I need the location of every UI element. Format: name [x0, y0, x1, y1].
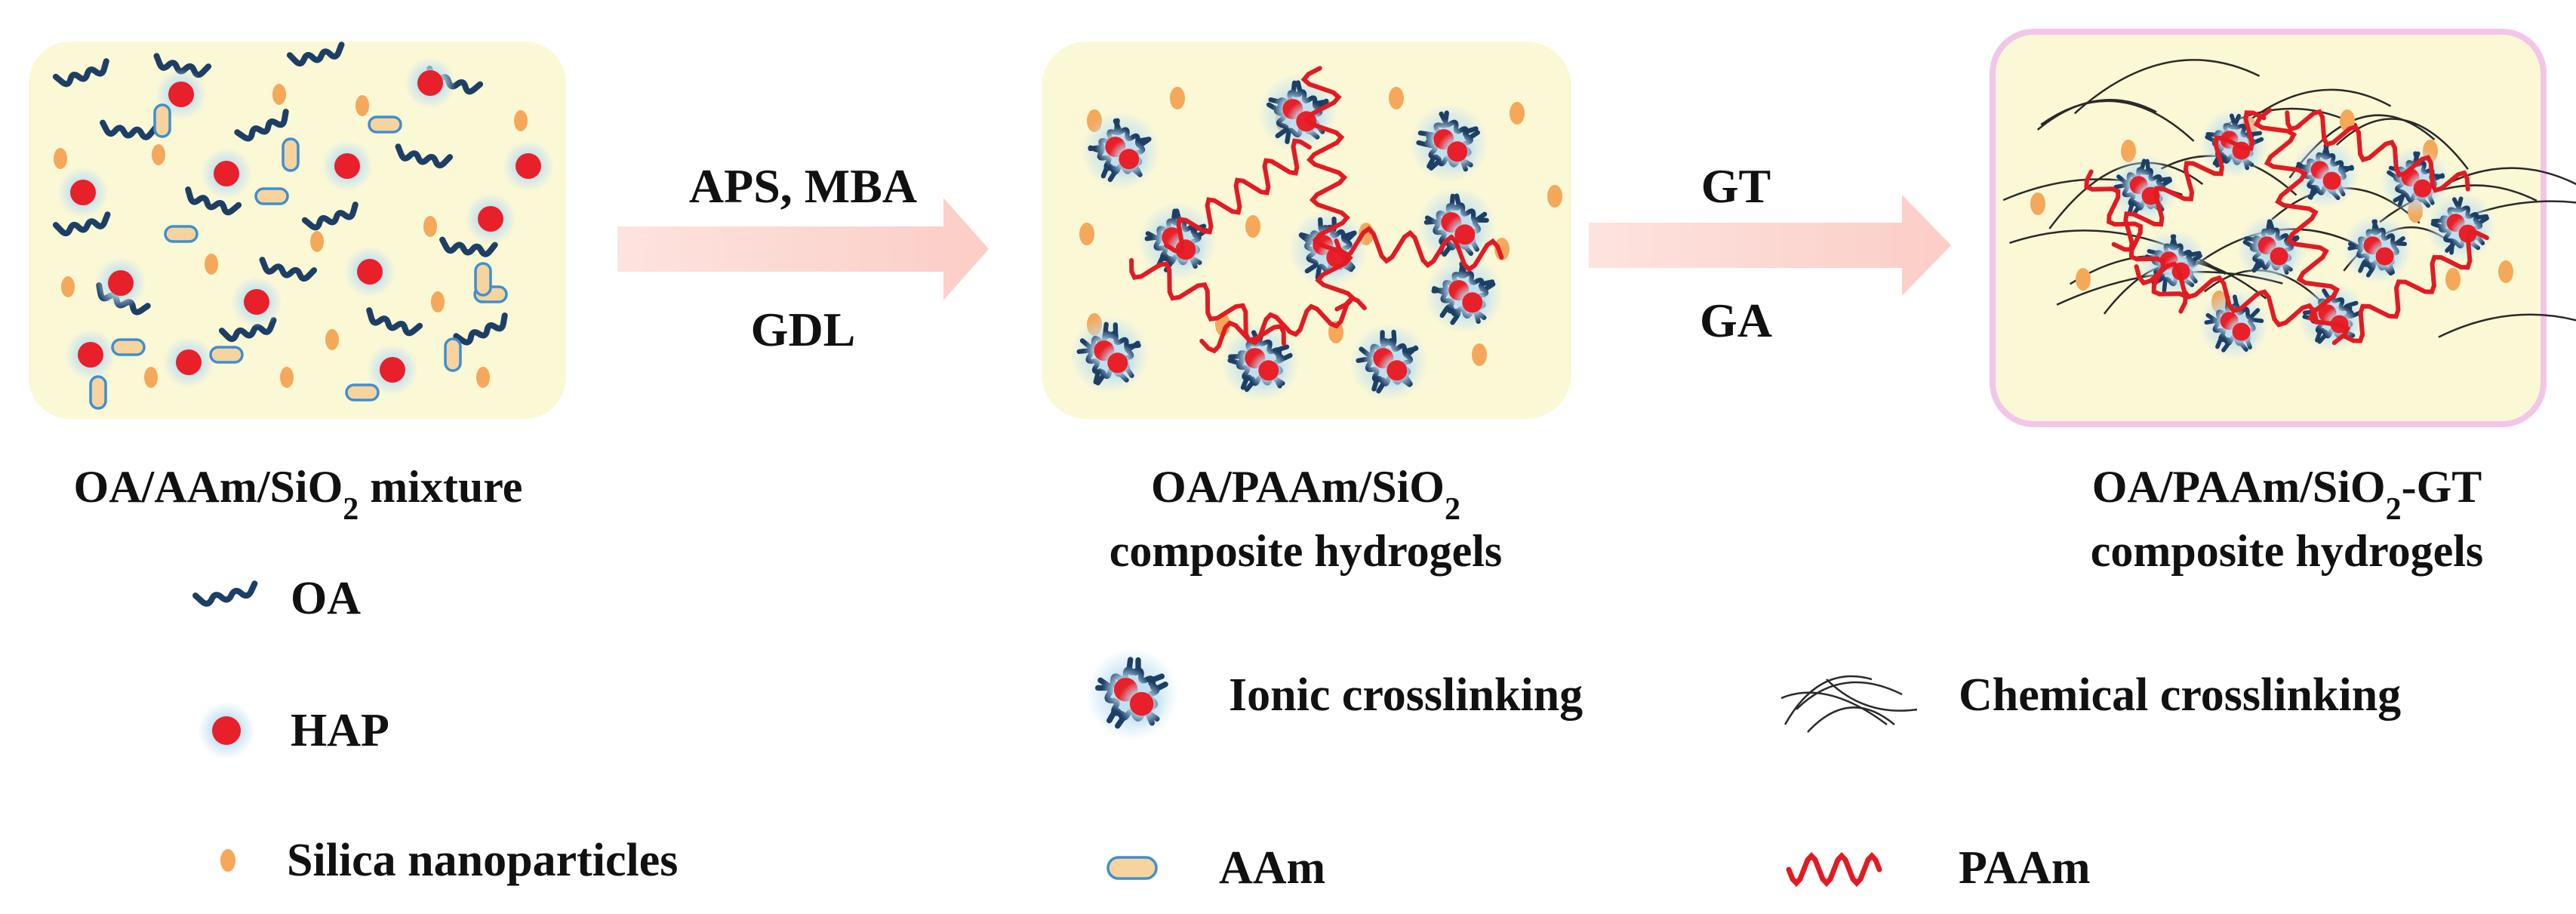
legend-item-chemical: Chemical crosslinking	[1780, 669, 2401, 733]
aam-monomer-icon	[1106, 856, 1158, 880]
arrow-step2-bottom-label: GA	[1700, 294, 1772, 347]
legend-label-paam: PAAm	[1959, 842, 2090, 894]
legend-item-paam: PAAm	[1786, 842, 2090, 894]
hap-particle-icon	[198, 702, 255, 759]
gt-hydrogel-caption-line2: composite hydrogels	[2091, 526, 2484, 576]
oa-chain-icon	[192, 580, 258, 607]
legend-label-ionic: Ionic crosslinking	[1229, 669, 1583, 721]
arrow-step1-bottom-label: GDL	[751, 303, 856, 356]
legend-item-hap: HAP	[198, 702, 389, 759]
legend-item-silica: Silica nanoparticles	[220, 835, 678, 886]
arrow-step2-top-label: GT	[1701, 159, 1771, 213]
gt-hydrogel-panel	[1990, 29, 2576, 427]
silica-particle-icon	[220, 849, 235, 872]
mixture-panel	[29, 42, 566, 419]
chemical-crosslink-icon	[1780, 675, 1918, 733]
hydrogel-caption-line1: OA/PAAm/SiO2	[1151, 462, 1460, 527]
paam-chain-icon	[1786, 851, 1882, 888]
legend-label-oa: OA	[291, 573, 361, 624]
legend-label-silica: Silica nanoparticles	[287, 835, 678, 886]
hydrogel-panel	[1042, 42, 1571, 419]
legend-item-oa: OA	[192, 573, 361, 624]
legend-label-chemical: Chemical crosslinking	[1959, 669, 2401, 721]
legend-item-ionic: Ionic crosslinking	[1086, 648, 1583, 740]
arrow-step2: GT GA	[1589, 159, 1951, 347]
hydrogel-caption-line2: composite hydrogels	[1109, 526, 1503, 576]
legend: OA HAP Silica nanoparticles Ionic crossl…	[192, 573, 2401, 894]
legend-label-aam: AAm	[1219, 842, 1325, 894]
legend-label-hap: HAP	[291, 705, 389, 756]
legend-item-aam: AAm	[1106, 842, 1325, 894]
arrow-step1: APS, MBA GDL	[617, 159, 989, 356]
arrow-step1-top-label: APS, MBA	[689, 159, 917, 213]
mixture-caption: OA/AAm/SiO2 mixture	[74, 462, 523, 527]
ionic-crosslink-icon	[1086, 648, 1178, 740]
gt-hydrogel-caption-line1: OA/PAAm/SiO2-GT	[2092, 462, 2482, 527]
